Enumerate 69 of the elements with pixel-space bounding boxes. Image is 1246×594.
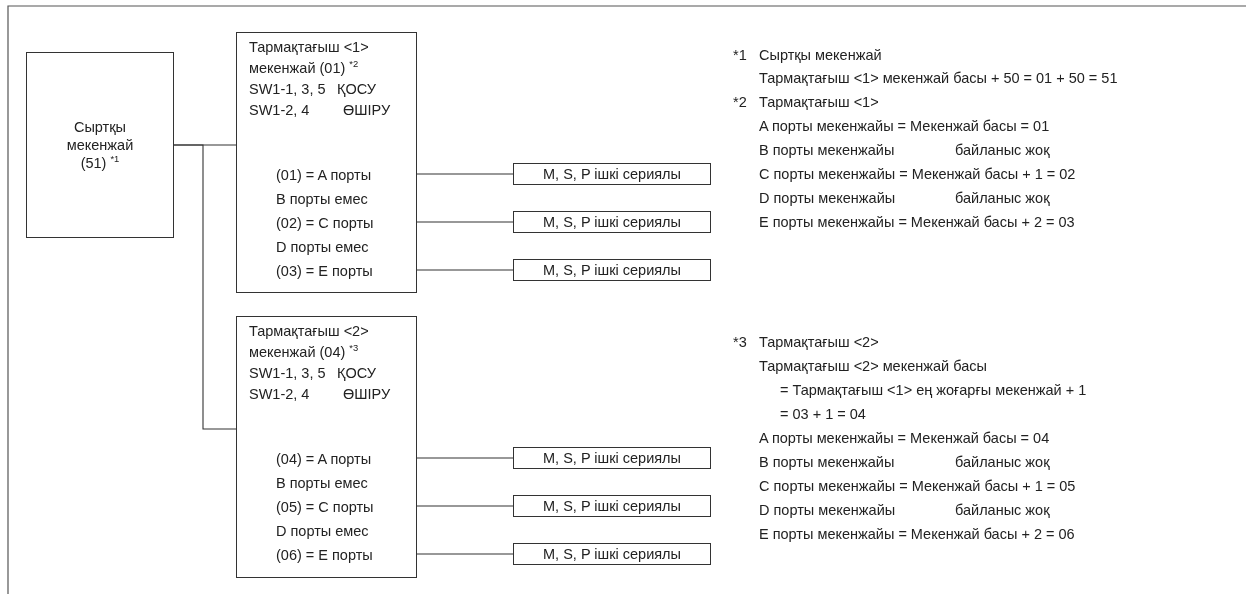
branch-box — [236, 32, 417, 293]
connector-line — [416, 553, 514, 555]
serial-box — [513, 259, 711, 281]
node-text: ӨШІРУ — [343, 101, 391, 119]
connector-line — [416, 269, 514, 271]
node-text: M, S, P ішкі сериялы — [542, 261, 682, 279]
note-text: Тармақтағыш <2> — [759, 333, 879, 351]
note-text: E порты мекенжайы = Мекенжай басы + 2 = 03 — [759, 213, 1075, 231]
note-text: E порты мекенжайы = Мекенжай басы + 2 = 06 — [759, 525, 1075, 543]
node-text: Сыртқы мекенжай (51) $^{*1}$ — [65, 118, 135, 172]
connector-line — [416, 221, 514, 223]
node-text: M, S, P ішкі сериялы — [542, 213, 682, 231]
note-text: B порты мекенжайы — [759, 141, 895, 159]
node-text: мекенжай (04) $^{*3}$ — [249, 343, 359, 361]
node-text: SW1-2, 4 — [249, 101, 310, 119]
node-text: D порты емес — [276, 522, 369, 540]
node-text: B порты емес — [276, 190, 368, 208]
note-text: Тармақтағыш <1> — [759, 93, 879, 111]
node-text: M, S, P ішкі сериялы — [542, 165, 682, 183]
address-box — [26, 52, 174, 238]
connector-line — [416, 457, 514, 459]
node-text: (01) = A порты — [276, 166, 372, 184]
branch-box — [236, 316, 417, 578]
serial-box — [513, 495, 711, 517]
connector-line — [173, 144, 237, 430]
note-text: C порты мекенжайы = Мекенжай басы + 1 = 05 — [759, 477, 1076, 495]
node-text: SW1-1, 3, 5 — [249, 80, 326, 98]
note-text: байланыс жоқ — [955, 501, 1050, 519]
node-text: M, S, P ішкі сериялы — [542, 497, 682, 515]
note-text: B порты мекенжайы — [759, 453, 895, 471]
node-text: M, S, P ішкі сериялы — [542, 545, 682, 563]
note-text: A порты мекенжайы = Мекенжай басы = 04 — [759, 429, 1050, 447]
node-text: (05) = C порты — [276, 498, 374, 516]
node-text: (04) = A порты — [276, 450, 372, 468]
note-text: D порты мекенжайы — [759, 501, 896, 519]
serial-box — [513, 211, 711, 233]
node-text: SW1-2, 4 — [249, 385, 310, 403]
connector-line — [416, 173, 514, 175]
note-text: *1 — [733, 46, 747, 64]
node-text: M, S, P ішкі сериялы — [542, 449, 682, 467]
connector-line — [416, 505, 514, 507]
node-text: (02) = C порты — [276, 214, 374, 232]
node-text: мекенжай (01) $^{*2}$ — [249, 59, 359, 77]
node-text: Тармақтағыш <1> — [249, 38, 369, 56]
note-text: C порты мекенжайы = Мекенжай басы + 1 = 02 — [759, 165, 1076, 183]
node-text: Тармақтағыш <2> — [249, 322, 369, 340]
note-text: = 03 + 1 = 04 — [780, 405, 866, 423]
serial-box — [513, 163, 711, 185]
note-text: Сыртқы мекенжай — [759, 46, 882, 64]
node-text: ӨШІРУ — [343, 385, 391, 403]
node-text: B порты емес — [276, 474, 368, 492]
node-text: ҚОСУ — [337, 80, 376, 98]
node-text: SW1-1, 3, 5 — [249, 364, 326, 382]
note-text: байланыс жоқ — [955, 453, 1050, 471]
note-text: = Тармақтағыш <1> ең жоғарғы мекенжай + 1 — [780, 381, 1087, 399]
note-text: Тармақтағыш <1> мекенжай басы + 50 = 01 + 50 = 51 — [759, 69, 1118, 87]
node-text: D порты емес — [276, 238, 369, 256]
node-text: (03) = E порты — [276, 262, 373, 280]
node-text: ҚОСУ — [337, 364, 376, 382]
note-text: *2 — [733, 93, 747, 111]
note-text: *3 — [733, 333, 747, 351]
note-text: Тармақтағыш <2> мекенжай басы — [759, 357, 987, 375]
note-text: D порты мекенжайы — [759, 189, 896, 207]
serial-box — [513, 543, 711, 565]
serial-box — [513, 447, 711, 469]
node-text: (06) = E порты — [276, 546, 373, 564]
note-text: байланыс жоқ — [955, 141, 1050, 159]
note-text: A порты мекенжайы = Мекенжай басы = 01 — [759, 117, 1050, 135]
note-text: байланыс жоқ — [955, 189, 1050, 207]
